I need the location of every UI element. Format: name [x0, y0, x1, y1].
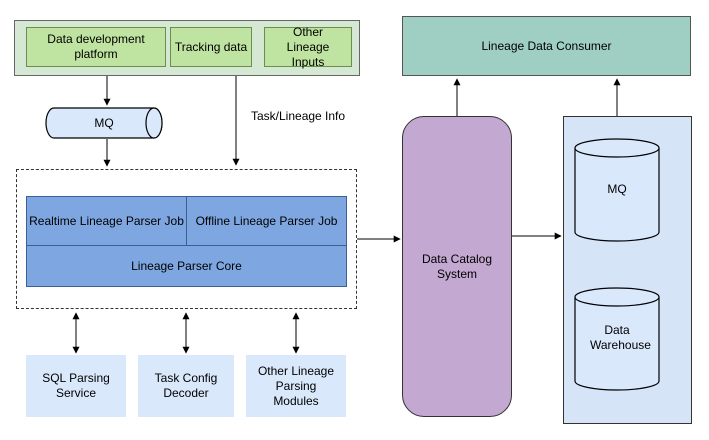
lineage-data-consumer: Lineage Data Consumer: [402, 16, 691, 76]
task-lineage-info-label: Task/Lineage Info: [251, 109, 346, 123]
task-config-decoder: Task Config Decoder: [138, 355, 234, 417]
data-warehouse-label: Data Warehouse: [590, 323, 651, 352]
mq-pipe-shape: [45, 107, 163, 139]
source-other-lineage-inputs: Other Lineage Inputs: [264, 25, 352, 69]
realtime-lineage-parser-job: Realtime Lineage Parser Job: [26, 196, 187, 246]
storage-mq-cylinder: [574, 138, 660, 242]
data-warehouse-cylinder: [574, 287, 660, 391]
other-lineage-parsing-modules: Other Lineage Parsing Modules: [246, 355, 346, 417]
mq-pipe-label: MQ: [94, 116, 114, 130]
source-data-development-platform: Data development platform: [26, 27, 166, 67]
storage-mq-label: MQ: [607, 182, 627, 196]
source-tracking-data: Tracking data: [170, 27, 252, 67]
parser-container: [16, 169, 357, 309]
data-catalog-system: Data Catalog System: [402, 116, 512, 417]
offline-lineage-parser-job: Offline Lineage Parser Job: [186, 196, 347, 246]
lineage-parser-core: Lineage Parser Core: [26, 245, 347, 287]
sql-parsing-service: SQL Parsing Service: [26, 355, 126, 417]
